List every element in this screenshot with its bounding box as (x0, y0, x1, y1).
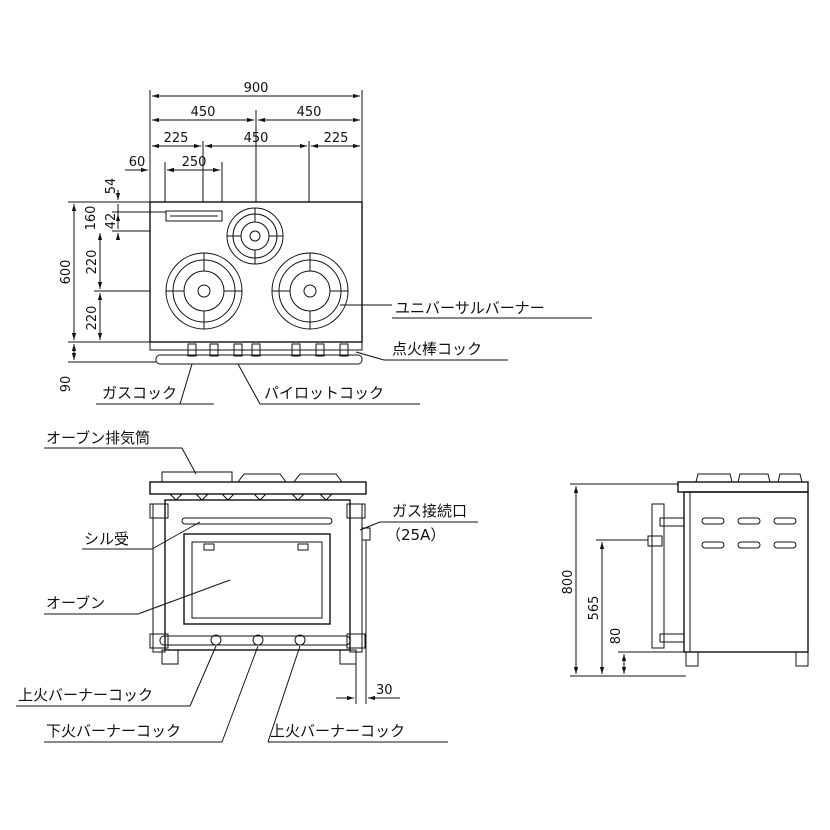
dim-900: 900 (244, 81, 269, 96)
dim-42: 42 (104, 213, 119, 230)
vertical-dimensions: 54 160 42 600 220 220 90 (59, 178, 166, 393)
label-pilot-cock: パイロットコック (264, 384, 384, 402)
side-body (683, 491, 809, 653)
dim-30: 30 (376, 683, 393, 698)
dim-54: 54 (104, 178, 119, 195)
dim-225-right: 225 (324, 131, 349, 146)
dim-600: 600 (59, 260, 74, 285)
knob-panel (149, 341, 363, 351)
side-dimensions (570, 483, 686, 677)
dim-90: 90 (59, 376, 74, 393)
dim-565: 565 (587, 596, 602, 621)
label-drip-tray: シル受 (84, 530, 129, 548)
label-oven-vent: オーブン排気筒 (46, 429, 150, 447)
side-view: 800 565 80 (561, 473, 809, 677)
cooktop-outline (149, 201, 363, 343)
vent-slot (165, 210, 223, 222)
burner-back (226, 207, 284, 265)
label-gas-inlet-size: （25A） (386, 526, 445, 544)
cock-knobs (187, 343, 349, 357)
label-universal-burner: ユニバーサルバーナー (395, 299, 545, 317)
top-view-leaders (96, 304, 592, 405)
dim-450-left: 450 (191, 105, 216, 120)
dim-450-right: 450 (297, 105, 322, 120)
dim-450-center: 450 (244, 131, 269, 146)
side-vent-slots (701, 517, 797, 549)
dim-160: 160 (84, 206, 99, 231)
dim-60: 60 (129, 155, 146, 170)
oven-door (183, 533, 331, 625)
label-lower-burner-cock: 下火バーナーコック (46, 722, 181, 740)
gas-manifold (155, 354, 363, 365)
label-upper-burner-cock-right: 上火バーナーコック (270, 722, 405, 740)
dim-800: 800 (561, 570, 576, 595)
horizontal-dimensions: 900 450 450 225 450 225 60 250 (125, 81, 363, 202)
front-view: オーブン排気筒 シル受 ガス接続口 （25A） オーブン 上火バーナーコック 下… (16, 429, 478, 743)
dim-220-upper: 220 (85, 250, 100, 275)
dim-250: 250 (182, 155, 207, 170)
label-gas-inlet: ガス接続口 (392, 502, 467, 520)
label-igniter-cock: 点火棒コック (392, 340, 482, 358)
burner-front-right (271, 252, 349, 330)
dim-220-lower: 220 (85, 306, 100, 331)
top-view: 900 450 450 225 450 225 60 250 (59, 81, 592, 405)
drip-tray (181, 517, 333, 525)
label-oven: オーブン (46, 594, 105, 612)
dimension-30 (336, 540, 400, 704)
burner-front-left (165, 252, 243, 330)
dim-225-left: 225 (164, 131, 189, 146)
label-upper-burner-cock-left: 上火バーナーコック (18, 686, 153, 704)
front-view-leaders (16, 447, 478, 743)
oven-body (164, 499, 351, 651)
label-gas-cock: ガスコック (102, 384, 177, 402)
cooktop-front (149, 481, 367, 495)
dim-80: 80 (609, 628, 624, 645)
